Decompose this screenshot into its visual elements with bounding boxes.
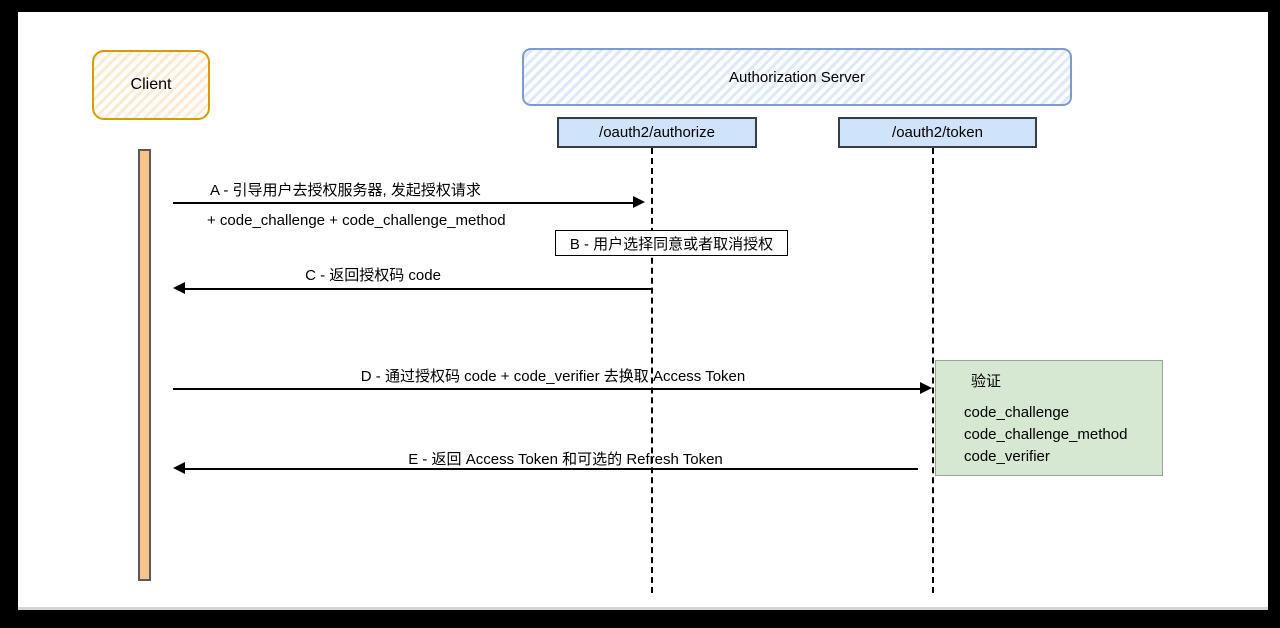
validation-note-item: code_challenge_method (964, 426, 1128, 443)
message-a-sublabel: + code_challenge + code_challenge_method (207, 212, 506, 229)
authorize-lifeline (651, 148, 653, 593)
auth-server-label: Authorization Server (729, 68, 865, 86)
authorize-endpoint-label: /oauth2/authorize (599, 124, 715, 141)
message-c-arrow (184, 288, 651, 290)
client-actor-box: Client (92, 50, 210, 120)
token-lifeline (932, 148, 934, 593)
authorize-endpoint-box: /oauth2/authorize (557, 117, 757, 148)
message-e-label: E - 返回 Access Token 和可选的 Refresh Token (408, 451, 723, 468)
message-b-label: B - 用户选择同意或者取消授权 (569, 235, 774, 253)
arrowhead-right-icon (920, 382, 932, 394)
message-b-box: B - 用户选择同意或者取消授权 (555, 230, 788, 256)
message-d-label: D - 通过授权码 code + code_verifier 去换取 Acces… (360, 368, 746, 385)
validation-note-item: code_challenge (964, 404, 1070, 421)
arrowhead-right-icon (633, 196, 645, 208)
validation-note-item: code_verifier (964, 448, 1050, 465)
message-d-arrow (173, 388, 921, 390)
message-c-label: C - 返回授权码 code (305, 267, 441, 284)
validation-note-title: 验证 (971, 373, 1002, 390)
message-a-label: A - 引导用户去授权服务器, 发起授权请求 (210, 182, 481, 199)
client-actor-label: Client (130, 76, 172, 93)
client-activation-bar (138, 149, 151, 581)
message-a-arrow (173, 202, 634, 204)
diagram-canvas: Client Authorization Server /oauth2/auth… (18, 12, 1268, 610)
token-endpoint-box: /oauth2/token (838, 117, 1037, 148)
token-endpoint-label: /oauth2/token (892, 124, 983, 141)
message-e-arrow (184, 468, 918, 470)
arrowhead-left-icon (173, 282, 185, 294)
auth-server-box: Authorization Server (522, 48, 1072, 106)
validation-note: 验证 code_challenge code_challenge_method … (935, 360, 1163, 476)
arrowhead-left-icon (173, 462, 185, 474)
